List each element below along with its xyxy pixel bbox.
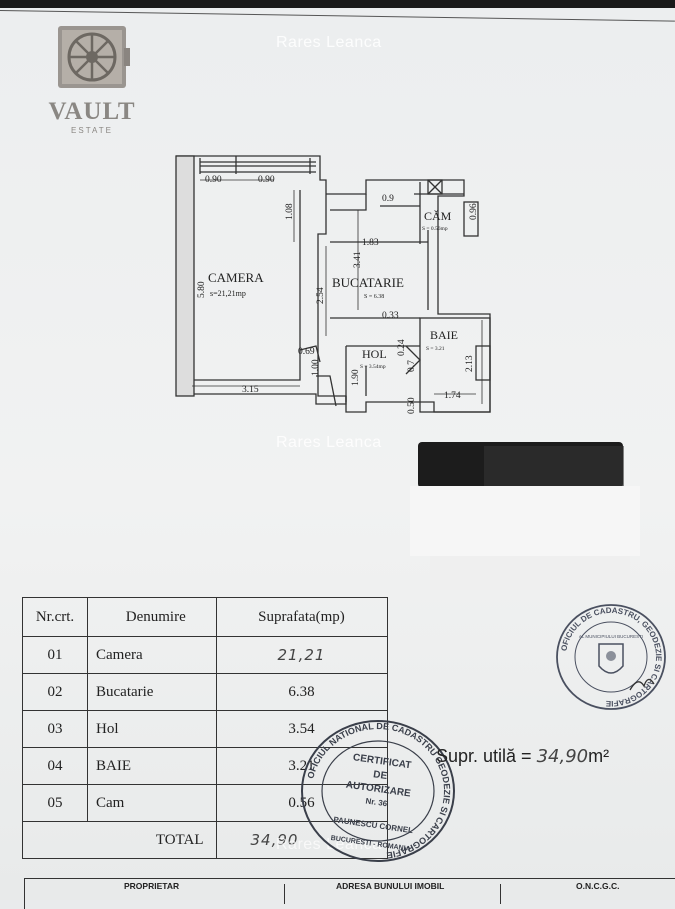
vault-door-icon xyxy=(58,26,130,88)
top-dark-bar xyxy=(0,0,675,8)
usable-area-label: Supr. utilă = xyxy=(436,746,537,766)
dim-3-41: 3.41 xyxy=(353,251,363,268)
stamp-left-line4: Nr. 36 xyxy=(365,796,388,808)
redaction-block-light-2 xyxy=(430,556,630,590)
bottom-form-strip xyxy=(24,878,675,909)
table-row: 03 Hol 3.54 xyxy=(22,710,388,748)
vault-estate-logo: VAULT ESTATE xyxy=(40,22,144,152)
dim-2-13: 2.13 xyxy=(465,355,475,372)
col-header-suprafata: Suprafata(mp) xyxy=(215,597,388,637)
dim-0-69: 0.69 xyxy=(298,347,315,357)
logo-subtitle: ESTATE xyxy=(71,126,113,135)
usable-area-unit: m² xyxy=(588,746,610,766)
cadastre-office-stamp: OFICIUL DE CADASTRU, GEODEZIE SI CARTOGR… xyxy=(556,604,666,710)
table-total-row: TOTAL 34,90 xyxy=(22,821,388,859)
row-area: 6.38 xyxy=(215,673,388,711)
usable-area-value: 34,90 xyxy=(536,746,589,767)
stamp-left-line3: AUTORIZARE xyxy=(345,780,412,800)
room-baie-area: S = 3.21 xyxy=(426,346,445,352)
dim-1-08: 1.08 xyxy=(285,203,295,220)
room-hol-name: HOL xyxy=(362,347,387,361)
row-name: Bucatarie xyxy=(87,673,217,711)
coat-of-arms-icon xyxy=(598,643,624,674)
dim-2-54: 2.54 xyxy=(316,287,326,304)
table-row: 01 Camera 21,21 xyxy=(22,636,388,674)
row-nr: 04 xyxy=(22,747,88,785)
stamp-right-inner: AL MUNICIPIULUI BUCURESTI xyxy=(579,634,643,639)
stamp-left-name: PAUNESCU CORNEL xyxy=(333,815,414,835)
dim-5-80: 5.80 xyxy=(197,281,207,298)
stamp-left-line1: CERTIFICAT xyxy=(352,752,412,771)
bottom-col-adresa: ADRESA BUNULUI IMOBIL xyxy=(336,881,445,891)
bottom-divider-1 xyxy=(284,884,285,904)
table-header-row: Nr.crt. Denumire Suprafata(mp) xyxy=(22,597,388,637)
total-label: TOTAL xyxy=(87,821,217,859)
redaction-block-dark-2 xyxy=(484,446,624,486)
room-cam-name: CĂM xyxy=(424,209,452,223)
dim-0-50: 0.50 xyxy=(407,397,417,414)
row-area: 21,21 xyxy=(215,636,388,674)
table-row: 02 Bucatarie 6.38 xyxy=(22,673,388,711)
room-camera-name: CAMERA xyxy=(208,270,264,285)
logo-name: VAULT xyxy=(48,98,136,125)
col-header-nr: Nr.crt. xyxy=(22,597,88,637)
dim-0-9: 0.9 xyxy=(382,194,394,204)
row-nr: 01 xyxy=(22,636,88,674)
row-nr: 02 xyxy=(22,673,88,711)
dim-0-96: 0.96 xyxy=(469,203,479,220)
dim-1-83: 1.83 xyxy=(362,238,379,248)
row-nr: 03 xyxy=(22,710,88,748)
redaction-block-light xyxy=(410,486,640,556)
row-name: BAIE xyxy=(87,747,217,785)
signature-icon xyxy=(629,678,655,691)
dim-0-7: 0.7 xyxy=(407,360,417,372)
dim-1-00: 1.00 xyxy=(311,359,321,376)
row-name: Hol xyxy=(87,710,217,748)
watermark-middle: Rares Leanca xyxy=(276,434,382,451)
col-header-denumire: Denumire xyxy=(87,597,217,637)
dim-0-90-a: 0.90 xyxy=(205,175,222,185)
dim-1-74: 1.74 xyxy=(444,391,461,401)
room-baie-name: BAIE xyxy=(430,328,458,342)
room-bucatarie-area: S = 6.38 xyxy=(364,294,384,300)
floor-plan: 0.90 0.90 1.08 5.80 3.15 2.54 3.41 1.83 … xyxy=(175,155,491,414)
row-name: Camera xyxy=(87,636,217,674)
dim-0-24: 0.24 xyxy=(397,339,407,356)
dim-1-90: 1.90 xyxy=(351,369,361,386)
stamp-left-line2: DE xyxy=(373,769,389,782)
dim-0-33: 0.33 xyxy=(382,311,399,321)
room-camera-area: s=21,21mp xyxy=(210,289,246,298)
room-cam-area: S = 0.56mp xyxy=(422,226,448,232)
total-empty xyxy=(22,821,88,859)
total-value: 34,90 xyxy=(215,821,388,859)
dim-3-15: 3.15 xyxy=(242,385,259,395)
usable-area-summary: Supr. utilă = 34,90m² xyxy=(436,746,609,767)
row-name: Cam xyxy=(87,784,217,822)
row-nr: 05 xyxy=(22,784,88,822)
bottom-col-proprietar: PROPRIETAR xyxy=(124,881,180,891)
room-bucatarie-name: BUCATARIE xyxy=(332,275,404,290)
dim-0-90-b: 0.90 xyxy=(258,175,275,185)
room-hol-area: S = 3.54mp xyxy=(360,364,386,370)
watermark-top: Rares Leanca xyxy=(276,34,382,51)
bottom-col-oncgc: O.N.C.G.C. xyxy=(576,881,620,891)
cadastre-certificate-stamp: OFICIUL NATIONAL DE CADASTRU GEODEZIE SI… xyxy=(301,720,455,862)
bottom-divider-2 xyxy=(500,884,501,904)
area-table: Nr.crt. Denumire Suprafata(mp) 01 Camera… xyxy=(22,597,388,859)
